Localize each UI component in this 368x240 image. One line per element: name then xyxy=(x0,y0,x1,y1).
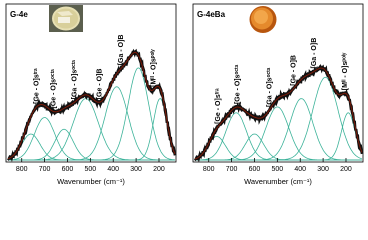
peak-label-1: [Ge - O]sᵗʳᵃ xyxy=(34,68,41,104)
peak-label-2: [Ge - O]sᵒᶜᵗᵃ xyxy=(234,64,241,104)
sample-photo xyxy=(246,5,280,34)
x-tick-label: 500 xyxy=(85,166,97,173)
x-axis-label: Wavenumber (cm⁻¹) xyxy=(244,177,312,186)
peak-label-3: [Ga - O]sᵒᶜᵗᵃ xyxy=(266,67,273,107)
chart-title: G-4eBa xyxy=(197,10,226,19)
figure: G-4e [Ge - O]sᵗʳᵃ [Ge - O]sᵒᶜᵗᵃ [Ga - O]sᵒ… xyxy=(5,3,364,186)
peak-labels: [Ge - O]sᵗʳᵃ [Ge - O]sᵒᶜᵗᵃ [Ga - O]sᵒᶜᵗᵃ [G… xyxy=(215,38,349,124)
fit-curve xyxy=(7,51,176,160)
peak-label-4: [Ge - O]B xyxy=(290,55,297,86)
peak-label-6: [Mᴵᴵ - O]sᵖᵒˡʸ xyxy=(150,49,157,87)
panel-g4eba: G-4eBa [Ge - O]sᵗʳᵃ [Ge - O]sᵒᶜᵗᵃ [Ga - O]… xyxy=(192,3,364,186)
component-curve-3 xyxy=(8,128,175,161)
x-tick-label: 700 xyxy=(39,166,51,173)
chart-title: G-4e xyxy=(10,10,28,19)
x-tick-label: 700 xyxy=(226,166,238,173)
peak-label-2: [Ge - O]sᵒᶜᵗᵃ xyxy=(51,69,58,109)
plot-frame xyxy=(192,3,364,163)
fit-curve xyxy=(194,67,363,160)
sample-photo xyxy=(49,5,83,32)
component-curve-7 xyxy=(195,112,363,161)
gaussian-components xyxy=(194,76,363,161)
peak-label-1: [Ge - O]sᵗʳᵃ xyxy=(215,88,222,124)
x-tick-label: 400 xyxy=(294,166,306,173)
peak-label-5: [Ga - O]B xyxy=(311,38,318,69)
x-tick-label: 600 xyxy=(62,166,74,173)
component-curve-7 xyxy=(8,98,176,161)
x-tick-label: 400 xyxy=(107,166,119,173)
x-tick-label: 800 xyxy=(16,166,28,173)
x-tick-label: 800 xyxy=(203,166,215,173)
x-axis-ticks: 800 700 600 500 400 300 200 xyxy=(16,158,165,173)
plot-frame xyxy=(5,3,177,163)
peak-label-5: [Ga - O]B xyxy=(118,35,125,66)
gaussian-components xyxy=(7,67,176,161)
peak-label-4: [Ge - O]B xyxy=(97,69,104,100)
x-tick-label: 300 xyxy=(130,166,142,173)
x-tick-label: 300 xyxy=(317,166,329,173)
x-tick-label: 600 xyxy=(249,166,261,173)
x-tick-label: 200 xyxy=(153,166,165,173)
peak-labels: [Ge - O]sᵗʳᵃ [Ge - O]sᵒᶜᵗᵃ [Ga - O]sᵒᶜᵗᵃ [G… xyxy=(34,35,158,109)
x-tick-label: 200 xyxy=(340,166,352,173)
peak-label-3: [Ga - O]sᵒᶜᵗᵃ xyxy=(71,60,78,100)
panel-g4e: G-4e [Ge - O]sᵗʳᵃ [Ge - O]sᵒᶜᵗᵃ [Ga - O]sᵒ… xyxy=(5,3,177,186)
peak-label-6: [Mᴵᴵ - O]sᵖᵒˡʸ xyxy=(342,52,349,90)
x-tick-label: 500 xyxy=(272,166,284,173)
x-axis-ticks: 800 700 600 500 400 300 200 xyxy=(203,158,352,173)
x-axis-label: Wavenumber (cm⁻¹) xyxy=(57,177,125,186)
